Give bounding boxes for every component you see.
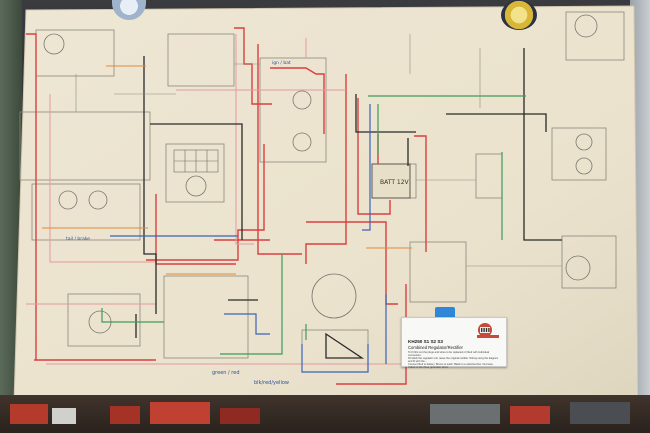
green-wires <box>101 95 526 355</box>
round-sticker <box>501 0 537 30</box>
handwriting-note-4: ign / bat <box>272 60 291 66</box>
black-wires <box>135 48 562 359</box>
label-title: KH250 S1 S2 S3 <box>408 339 443 344</box>
label-body-line: To fit first cut the plugs and wires to … <box>408 351 490 358</box>
product-label-card: KH250 S1 S2 S3 Combined Regulator/Rectif… <box>401 317 507 370</box>
orange-wires <box>42 65 412 275</box>
label-body-line: Connect Red to battery. Brown to earth. … <box>408 363 494 370</box>
pencil-lines <box>75 34 562 267</box>
battery-symbol: BATT 12V <box>371 163 411 199</box>
shelf-items <box>10 402 630 424</box>
component-boxes <box>19 11 625 373</box>
brand-logo-icon <box>477 323 499 338</box>
handwriting-note-3: tail / brake <box>66 236 90 242</box>
label-subtitle: Combined Regulator/Rectifier <box>408 345 463 350</box>
lamp-symbols <box>43 14 598 334</box>
label-body-line: Fit black the regulator unit, leave the … <box>408 357 499 364</box>
handwriting-note-2: blk/red/yellow <box>254 380 289 386</box>
label-body: To fit first cut the plugs and wires to … <box>408 351 500 370</box>
handwriting-note-1: green / red <box>212 370 240 376</box>
wiring-diagram-poster: BATT 12V <box>13 5 638 403</box>
connector-grid <box>173 149 219 173</box>
blue-wires <box>110 104 387 373</box>
battery-label: BATT 12V <box>380 179 410 186</box>
badge-sticker <box>112 0 146 20</box>
pink-wires <box>26 34 406 365</box>
